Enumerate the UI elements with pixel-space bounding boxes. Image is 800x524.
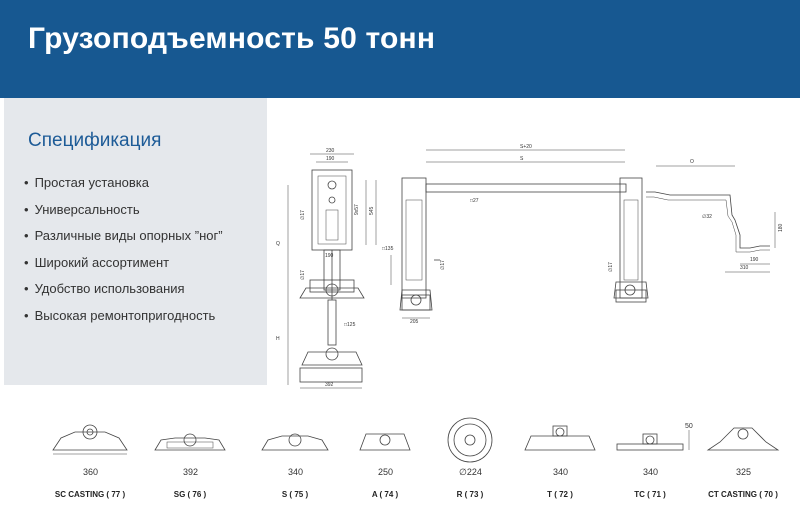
spec-panel: Спецификация Простая установка Универсал… (4, 98, 267, 385)
spec-item: Различные виды опорных ”ног” (24, 223, 223, 250)
foot-dim: 360 (83, 467, 98, 477)
foot-label: R ( 73 ) (456, 490, 484, 499)
foot-label: A ( 74 ) (371, 490, 399, 499)
dim-d32: ∅32 (702, 214, 712, 220)
foot-label: SC CASTING ( 77 ) (54, 490, 126, 499)
foot-dim: 340 (288, 467, 303, 477)
dim-H: H (276, 336, 280, 342)
dim-230: 230 (326, 148, 335, 154)
spec-item: Широкий ассортимент (24, 250, 223, 277)
spec-list: Простая установка Универсальность Различ… (24, 170, 223, 330)
dim-sq27: □27 (470, 198, 479, 204)
foot-s: 340 S ( 75 ) (250, 410, 340, 520)
dim-205: 205 (410, 319, 419, 325)
leg-side-view (390, 149, 776, 319)
foot-a: 250 A ( 74 ) (340, 410, 430, 520)
foot-sg: 392 SG ( 76 ) (145, 410, 235, 520)
foot-ct-casting: 325 CT CASTING ( 70 ) (698, 410, 788, 520)
spec-item: Высокая ремонтопригодность (24, 303, 223, 330)
foot-dim: 340 (643, 467, 658, 477)
dim-O: O (690, 159, 694, 165)
foot-t: 340 T ( 72 ) (515, 410, 605, 520)
dim-d17-d: ∅17 (608, 262, 614, 272)
foot-label: SG ( 76 ) (173, 490, 207, 499)
foot-label: S ( 75 ) (281, 490, 309, 499)
dim-Q: Q (276, 241, 280, 247)
dim-190-c: 190 (750, 257, 759, 263)
spec-item: Универсальность (24, 197, 223, 224)
header-banner: Грузоподъемность 50 тонн (0, 0, 800, 98)
leg-front-view (287, 153, 377, 389)
dim-d17-c: ∅17 (440, 260, 446, 270)
spec-item: Простая установка (24, 170, 223, 197)
foot-dim: 340 (553, 467, 568, 477)
dim-545: 545 (369, 206, 375, 215)
foot-dim: 325 (736, 467, 751, 477)
dim-180: 180 (778, 223, 784, 232)
dim-190: 190 (326, 156, 335, 162)
foot-dim: 392 (183, 467, 198, 477)
dim-sq135: □135 (382, 246, 394, 252)
dim-d17-a: ∅17 (300, 210, 306, 220)
page-title: Грузоподъемность 50 тонн (28, 22, 436, 55)
dim-310: 310 (740, 265, 749, 271)
spec-heading: Спецификация (28, 130, 162, 151)
foot-label: TC ( 71 ) (634, 490, 666, 499)
dim-392: 392 (325, 382, 334, 388)
dim-190-b: 190 (325, 253, 334, 259)
foot-dim: ∅224 (459, 467, 482, 477)
foot-label: T ( 72 ) (547, 490, 573, 499)
dim-9x57: 9x57 (354, 204, 360, 215)
foot-dim2: 50 (685, 423, 693, 430)
dim-s20: S+20 (520, 144, 532, 150)
dim-d17-b: ∅17 (300, 270, 306, 280)
dim-S: S (520, 156, 524, 162)
foot-label: CT CASTING ( 70 ) (708, 490, 778, 499)
foot-types: 360 SC CASTING ( 77 ) 392 SG ( 76 ) 340 … (40, 410, 800, 520)
foot-r: ∅224 R ( 73 ) (425, 410, 515, 520)
foot-sc-casting: 360 SC CASTING ( 77 ) (45, 410, 135, 520)
spec-item: Удобство использования (24, 276, 223, 303)
dim-sq125: □125 (344, 322, 356, 328)
technical-drawing: 230 190 9x57 545 ∅17 190 ∅17 Q H □125 39… (276, 144, 784, 389)
foot-dim: 250 (378, 467, 393, 477)
foot-tc: 340 50 TC ( 71 ) (605, 410, 695, 520)
